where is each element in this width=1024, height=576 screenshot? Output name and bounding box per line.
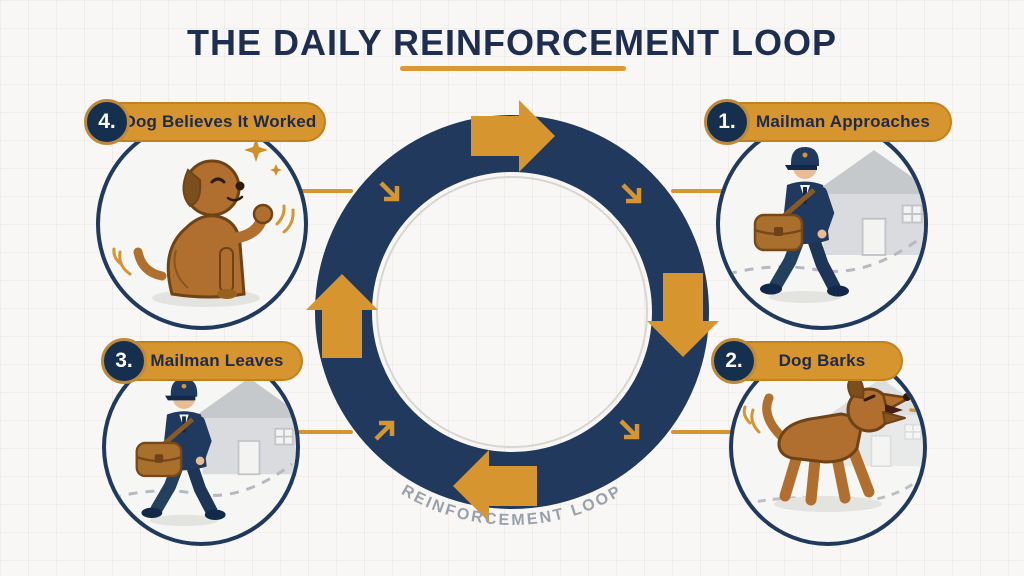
step3-number: 3.	[101, 338, 147, 384]
cycle-arrow-bottom-icon	[453, 450, 537, 522]
step2-label: Dog Barks	[778, 351, 866, 370]
step4-label: Dog Believes It Worked	[123, 112, 317, 131]
mailman-approaches-illustration	[727, 122, 924, 326]
loop-ring-inner-circle	[376, 176, 648, 448]
flow-arrow-top-right-icon	[621, 183, 642, 204]
step3-label: Mailman Leaves	[150, 351, 284, 370]
mailman-leaves-illustration	[111, 352, 296, 542]
connector-top-left	[293, 189, 353, 193]
page-title: THE DAILY REINFORCEMENT LOOP	[186, 22, 838, 63]
connector-bottom-right	[671, 430, 731, 434]
step2-illustration-circle	[729, 348, 927, 546]
flow-arrow-bottom-left-icon	[374, 420, 395, 441]
step1-badge: Mailman Approaches 1.	[704, 99, 952, 145]
step1-number: 1.	[704, 99, 750, 145]
step1-label: Mailman Approaches	[756, 112, 930, 131]
title-underline	[400, 66, 626, 71]
step1-illustration-circle	[716, 118, 928, 330]
flow-arrow-top-left-icon	[379, 181, 400, 202]
svg-text:REINFORCEMENT LOOP: REINFORCEMENT LOOP	[398, 482, 625, 529]
step4-illustration-circle	[96, 118, 308, 330]
step2-number: 2.	[711, 338, 757, 384]
flow-arrow-bottom-right-icon	[619, 419, 640, 440]
step3-badge: Mailman Leaves 3.	[101, 338, 303, 384]
cycle-arrow-left-icon	[306, 274, 378, 358]
reinforcement-loop-caption: REINFORCEMENT LOOP	[398, 482, 625, 529]
loop-caption-text: REINFORCEMENT LOOP	[398, 482, 623, 529]
connector-bottom-left	[293, 430, 353, 434]
connector-top-right	[671, 189, 731, 193]
step2-badge: Dog Barks 2.	[711, 338, 903, 384]
step4-badge: Dog Believes It Worked 4.	[84, 99, 326, 145]
cycle-arrow-top-icon	[471, 100, 555, 172]
cycle-arrow-right-icon	[647, 273, 719, 357]
step4-number: 4.	[84, 99, 130, 145]
dog-believes-illustration	[112, 138, 295, 307]
